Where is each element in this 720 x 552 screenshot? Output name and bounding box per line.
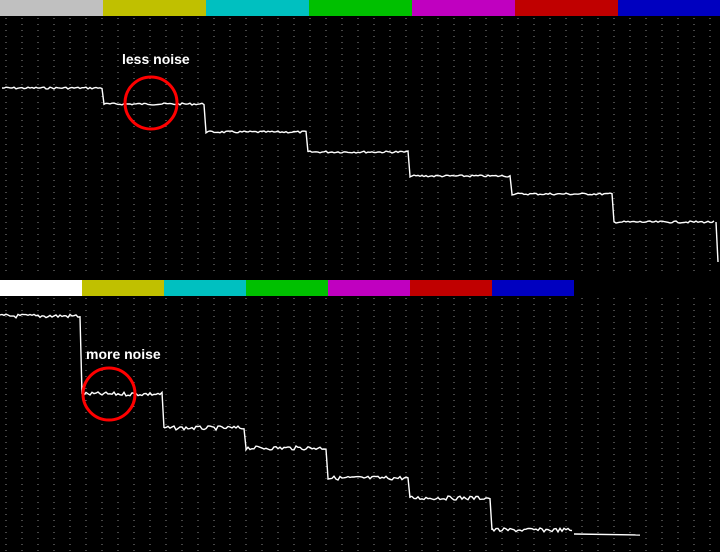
top-bar-4: [412, 0, 515, 16]
staircase-trace-top: [1, 86, 715, 224]
trace-top-tail: [715, 221, 719, 263]
top-bar-5: [515, 0, 618, 16]
trace-bottom-tail: [573, 533, 641, 536]
bottom-bar-3: [246, 280, 328, 296]
color-bars-bottom: [0, 280, 574, 296]
marker-circle-bottom: [81, 366, 137, 422]
marker-circle-top: [123, 75, 179, 131]
bottom-bar-2: [164, 280, 246, 296]
top-bar-1: [103, 0, 206, 16]
waveform-trace-top: [1, 86, 719, 263]
bottom-bar-1: [82, 280, 164, 296]
color-bars-top: [0, 0, 720, 16]
top-bar-6: [618, 0, 720, 16]
grid-top: [5, 18, 711, 272]
annotation-more-noise: more noise: [86, 346, 161, 362]
bottom-bar-4: [328, 280, 410, 296]
grid-bottom: [5, 298, 711, 552]
top-bar-3: [309, 0, 412, 16]
annotation-less-noise: less noise: [122, 51, 190, 67]
top-bar-0: [0, 0, 103, 16]
top-bar-2: [206, 0, 309, 16]
waveform-trace-bottom: [0, 313, 641, 536]
staircase-trace-bottom: [0, 313, 573, 534]
bottom-bar-5: [410, 280, 492, 296]
bottom-bar-6: [492, 280, 574, 296]
bottom-bar-0: [0, 280, 82, 296]
